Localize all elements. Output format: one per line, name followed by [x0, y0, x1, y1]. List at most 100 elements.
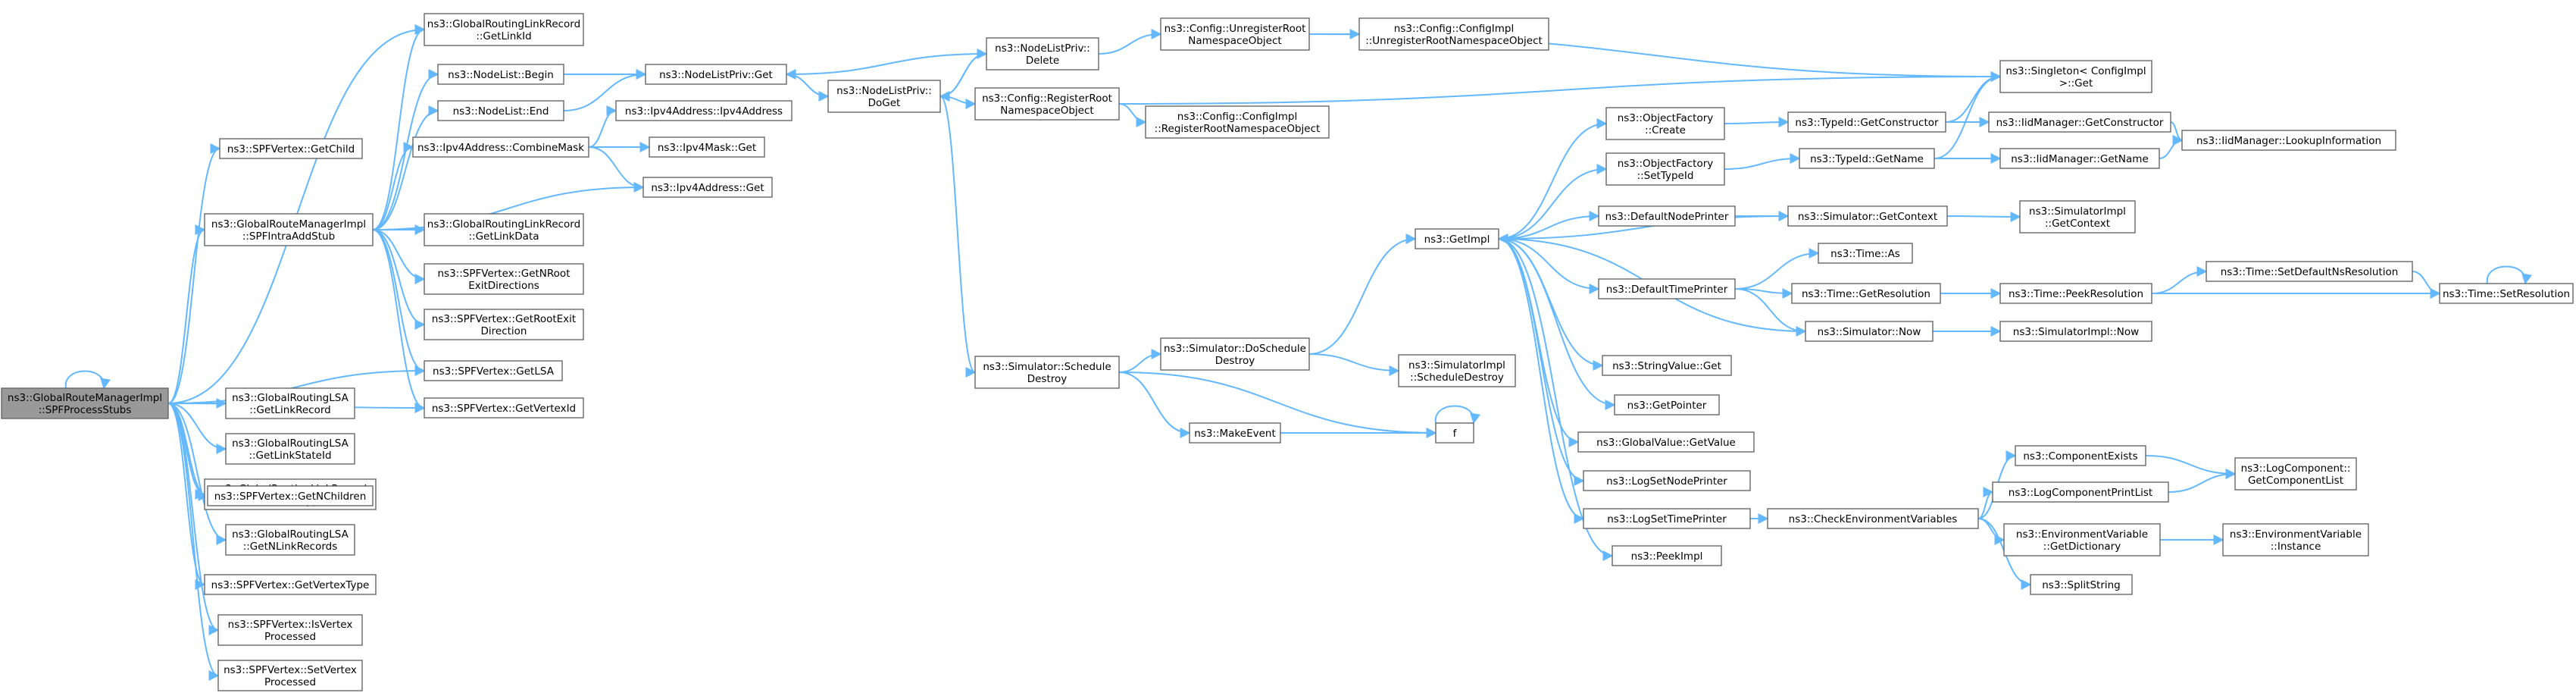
node-cfgRegister[interactable]: ns3::Config::RegisterRootNamespaceObject — [974, 87, 1120, 121]
node-box — [2019, 200, 2136, 234]
node-label: ns3::GetPointer — [1627, 400, 1707, 412]
edge-timeSetDefaultNsRes-to-timeSetResolution — [2412, 271, 2441, 299]
node-splitString[interactable]: ns3::SplitString — [2030, 574, 2133, 595]
edge-root-to-setVertexProcessed — [167, 403, 220, 681]
node-nlpDelete[interactable]: ns3::NodeListPriv::Delete — [986, 37, 1099, 71]
edge-spfIntraAddStub-to-getLSA — [372, 229, 426, 376]
node-spfIntraAddStub[interactable]: ns3::GlobalRouteManagerImpl::SPFIntraAdd… — [204, 213, 374, 246]
node-simScheduleDestroy[interactable]: ns3::Simulator::ScheduleDestroy — [974, 356, 1120, 389]
node-timePeekResolution[interactable]: ns3::Time::PeekResolution — [1999, 283, 2152, 304]
node-label: ns3::Simulator::Now — [1818, 326, 1921, 338]
node-defaultTimePrinter[interactable]: ns3::DefaultTimePrinter — [1598, 278, 1736, 299]
nodes-layer: ns3::GlobalRouteManagerImpl::SPFProcessS… — [1, 13, 2574, 691]
node-getPointer[interactable]: ns3::GetPointer — [1614, 394, 1720, 415]
node-iidGetConstructor[interactable]: ns3::IidManager::GetConstructor — [1988, 111, 2171, 133]
node-componentExists[interactable]: ns3::ComponentExists — [2015, 445, 2146, 466]
node-label: ns3::LogComponentPrintList — [2009, 487, 2152, 499]
node-defaultNodePrinter[interactable]: ns3::DefaultNodePrinter — [1598, 205, 1736, 227]
node-simImplGetContext[interactable]: ns3::SimulatorImpl::GetContext — [2019, 200, 2136, 234]
node-box — [1415, 228, 1499, 249]
node-lsaGetNLinkRecords[interactable]: ns3::GlobalRoutingLSA::GetNLinkRecords — [225, 524, 355, 556]
node-box — [1787, 111, 1946, 133]
node-label: ::GetNLinkRecords — [243, 541, 338, 553]
node-box — [437, 100, 564, 121]
node-box — [649, 136, 765, 158]
node-cfgImplUnregister[interactable]: ns3::Config::ConfigImpl::UnregisterRootN… — [1358, 17, 1549, 51]
node-label: ns3::Singleton< ConfigImpl — [2005, 65, 2146, 77]
node-logComponentPrintList[interactable]: ns3::LogComponentPrintList — [1992, 481, 2169, 503]
node-root[interactable]: ns3::GlobalRouteManagerImpl::SPFProcessS… — [1, 387, 169, 419]
edge-timeSetResolution-to-timeSetResolution — [2486, 265, 2532, 285]
node-makeEvent[interactable]: ns3::MakeEvent — [1189, 422, 1281, 444]
node-ofCreate[interactable]: ns3::ObjectFactory::Create — [1605, 107, 1725, 140]
node-timeGetResolution[interactable]: ns3::Time::GetResolution — [1791, 283, 1941, 304]
edge-spfIntraAddStub-to-getNRootExit — [372, 229, 426, 284]
node-label: ns3::SPFVertex::GetVertexType — [211, 579, 370, 591]
node-getNChildren[interactable]: ns3::SPFVertex::GetNChildren — [207, 485, 374, 506]
node-lrGetLinkData[interactable]: ns3::GlobalRoutingLinkRecord::GetLinkDat… — [424, 213, 584, 246]
node-simNow[interactable]: ns3::Simulator::Now — [1805, 321, 1934, 342]
node-ofSetTypeId[interactable]: ns3::ObjectFactory::SetTypeId — [1605, 152, 1725, 186]
node-logCompGetList[interactable]: ns3::LogComponent::GetComponentList — [2234, 457, 2357, 491]
node-checkEnv[interactable]: ns3::CheckEnvironmentVariables — [1767, 508, 1979, 529]
node-box — [615, 100, 792, 121]
node-simImplScheduleDestroy[interactable]: ns3::SimulatorImpl::ScheduleDestroy — [1398, 354, 1516, 387]
node-logSetNodePrinter[interactable]: ns3::LogSetNodePrinter — [1583, 470, 1751, 491]
node-ipv4MaskGet[interactable]: ns3::Ipv4Mask::Get — [649, 136, 765, 158]
node-f[interactable]: f — [1435, 422, 1474, 444]
node-peekImpl[interactable]: ns3::PeekImpl — [1612, 545, 1722, 566]
node-box — [645, 64, 787, 85]
node-combineMask[interactable]: ns3::Ipv4Address::CombineMask — [412, 136, 589, 158]
node-logSetTimePrinter[interactable]: ns3::LogSetTimePrinter — [1583, 508, 1751, 529]
node-iidLookup[interactable]: ns3::IidManager::LookupInformation — [2181, 130, 2396, 151]
node-typeIdGetName[interactable]: ns3::TypeId::GetName — [1799, 148, 1935, 169]
node-ipv4AddrGet[interactable]: ns3::Ipv4Address::Get — [642, 177, 773, 198]
node-timeAs[interactable]: ns3::Time::As — [1818, 243, 1913, 264]
node-timeSetResolution[interactable]: ns3::Time::SetResolution — [2439, 283, 2574, 304]
node-box — [1791, 283, 1941, 304]
node-typeIdGetConstructor[interactable]: ns3::TypeId::GetConstructor — [1787, 111, 1946, 133]
node-lsaGetLinkStateId[interactable]: ns3::GlobalRoutingLSA::GetLinkStateId — [225, 433, 355, 465]
node-box — [1398, 354, 1516, 387]
node-box — [827, 80, 941, 113]
node-getLSA[interactable]: ns3::SPFVertex::GetLSA — [424, 360, 563, 381]
edge-timePeekResolution-to-timeSetDefaultNsRes — [2151, 266, 2208, 294]
node-nlBegin[interactable]: ns3::NodeList::Begin — [437, 64, 564, 85]
node-lsaGetLinkRecord[interactable]: ns3::GlobalRoutingLSA::GetLinkRecord — [225, 387, 355, 419]
node-envGetDictionary[interactable]: ns3::EnvironmentVariable::GetDictionary — [2003, 523, 2161, 556]
node-singletonGet[interactable]: ns3::Singleton< ConfigImpl>::Get — [1999, 60, 2152, 93]
node-getImpl[interactable]: ns3::GetImpl — [1415, 228, 1499, 249]
edge-root-to-lsaGetLinkStateId — [167, 403, 227, 454]
node-label: ::GetLinkRecord — [249, 404, 330, 416]
node-stringValueGet[interactable]: ns3::StringValue::Get — [1602, 355, 1732, 376]
node-ipv4AddrCtor[interactable]: ns3::Ipv4Address::Ipv4Address — [615, 100, 792, 121]
node-box — [642, 177, 773, 198]
node-cfgImplRegister[interactable]: ns3::Config::ConfigImpl::RegisterRootNam… — [1145, 105, 1330, 139]
edge-getImpl-to-stringValueGet — [1498, 238, 1604, 371]
node-lrGetLinkId[interactable]: ns3::GlobalRoutingLinkRecord::GetLinkId — [424, 13, 584, 46]
node-getVertexType[interactable]: ns3::SPFVertex::GetVertexType — [204, 574, 377, 595]
node-nlpDoGet[interactable]: ns3::NodeListPriv::DoGet — [827, 80, 941, 113]
edge-checkEnv-to-envGetDictionary — [1977, 518, 2005, 545]
edge-spfIntraAddStub-to-ipv4AddrGet — [372, 182, 645, 230]
node-getVertexId[interactable]: ns3::SPFVertex::GetVertexId — [424, 397, 584, 419]
edge-nlpDelete-to-cfgUnregister — [1098, 29, 1162, 55]
node-box — [1605, 107, 1725, 140]
node-nlEnd[interactable]: ns3::NodeList::End — [437, 100, 564, 121]
node-iidGetName[interactable]: ns3::IidManager::GetName — [1999, 148, 2160, 169]
node-simGetContext[interactable]: ns3::Simulator::GetContext — [1787, 205, 1948, 227]
node-envInstance[interactable]: ns3::EnvironmentVariable::Instance — [2222, 523, 2369, 556]
node-label: ns3::EnvironmentVariable — [2230, 528, 2362, 541]
node-getChild[interactable]: ns3::SPFVertex::GetChild — [219, 138, 363, 159]
edge-getImpl-to-getPointer — [1498, 238, 1616, 410]
node-simImplNow[interactable]: ns3::SimulatorImpl::Now — [1999, 321, 2152, 342]
node-globalValueGetValue[interactable]: ns3::GlobalValue::GetValue — [1577, 431, 1755, 453]
node-cfgUnregister[interactable]: ns3::Config::UnregisterRootNamespaceObje… — [1160, 17, 1310, 51]
node-nlpGet[interactable]: ns3::NodeListPriv::Get — [645, 64, 787, 85]
node-timeSetDefaultNsRes[interactable]: ns3::Time::SetDefaultNsResolution — [2206, 261, 2413, 282]
